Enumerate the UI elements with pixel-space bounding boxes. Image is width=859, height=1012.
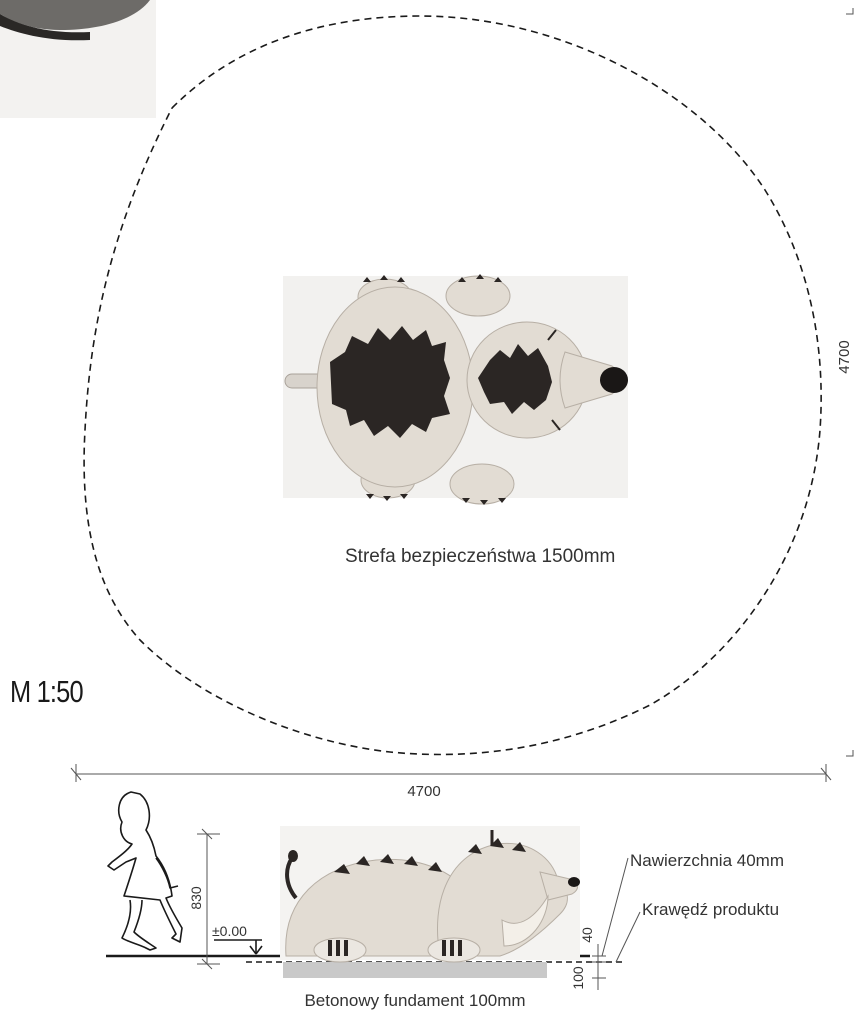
neighbour-product-fragment — [0, 0, 156, 118]
product-top-view — [283, 274, 628, 505]
product-side-view — [280, 826, 580, 963]
child-silhouette — [107, 791, 183, 951]
width-dimension-label: 4700 — [407, 783, 440, 800]
corner-mark-bottom — [846, 750, 854, 757]
safety-zone-boundary — [83, 15, 822, 756]
level-marker — [214, 939, 263, 955]
surface-callout: Nawierzchnia 40mm — [630, 851, 784, 870]
scale-label: M 1:50 — [10, 674, 84, 709]
foundation-depth-label: 100 — [570, 966, 586, 990]
width-dimension-line — [70, 764, 832, 782]
surface-dimension-line — [592, 944, 606, 990]
surface-thickness-label: 40 — [579, 927, 595, 943]
foundation-callout: Betonowy fundament 100mm — [304, 991, 525, 1010]
height-dimension-label: 830 — [188, 886, 204, 910]
height-dimension-line — [197, 828, 220, 970]
safety-zone-label: Strefa bezpieczeństwa 1500mm — [345, 546, 615, 567]
edge-callout: Krawędź produktu — [642, 900, 779, 919]
corner-mark-top — [846, 8, 854, 15]
depth-dimension-label: 4700 — [836, 340, 853, 373]
concrete-foundation — [283, 962, 547, 978]
level-label: ±0.00 — [212, 923, 247, 939]
callout-leaders — [601, 857, 641, 963]
